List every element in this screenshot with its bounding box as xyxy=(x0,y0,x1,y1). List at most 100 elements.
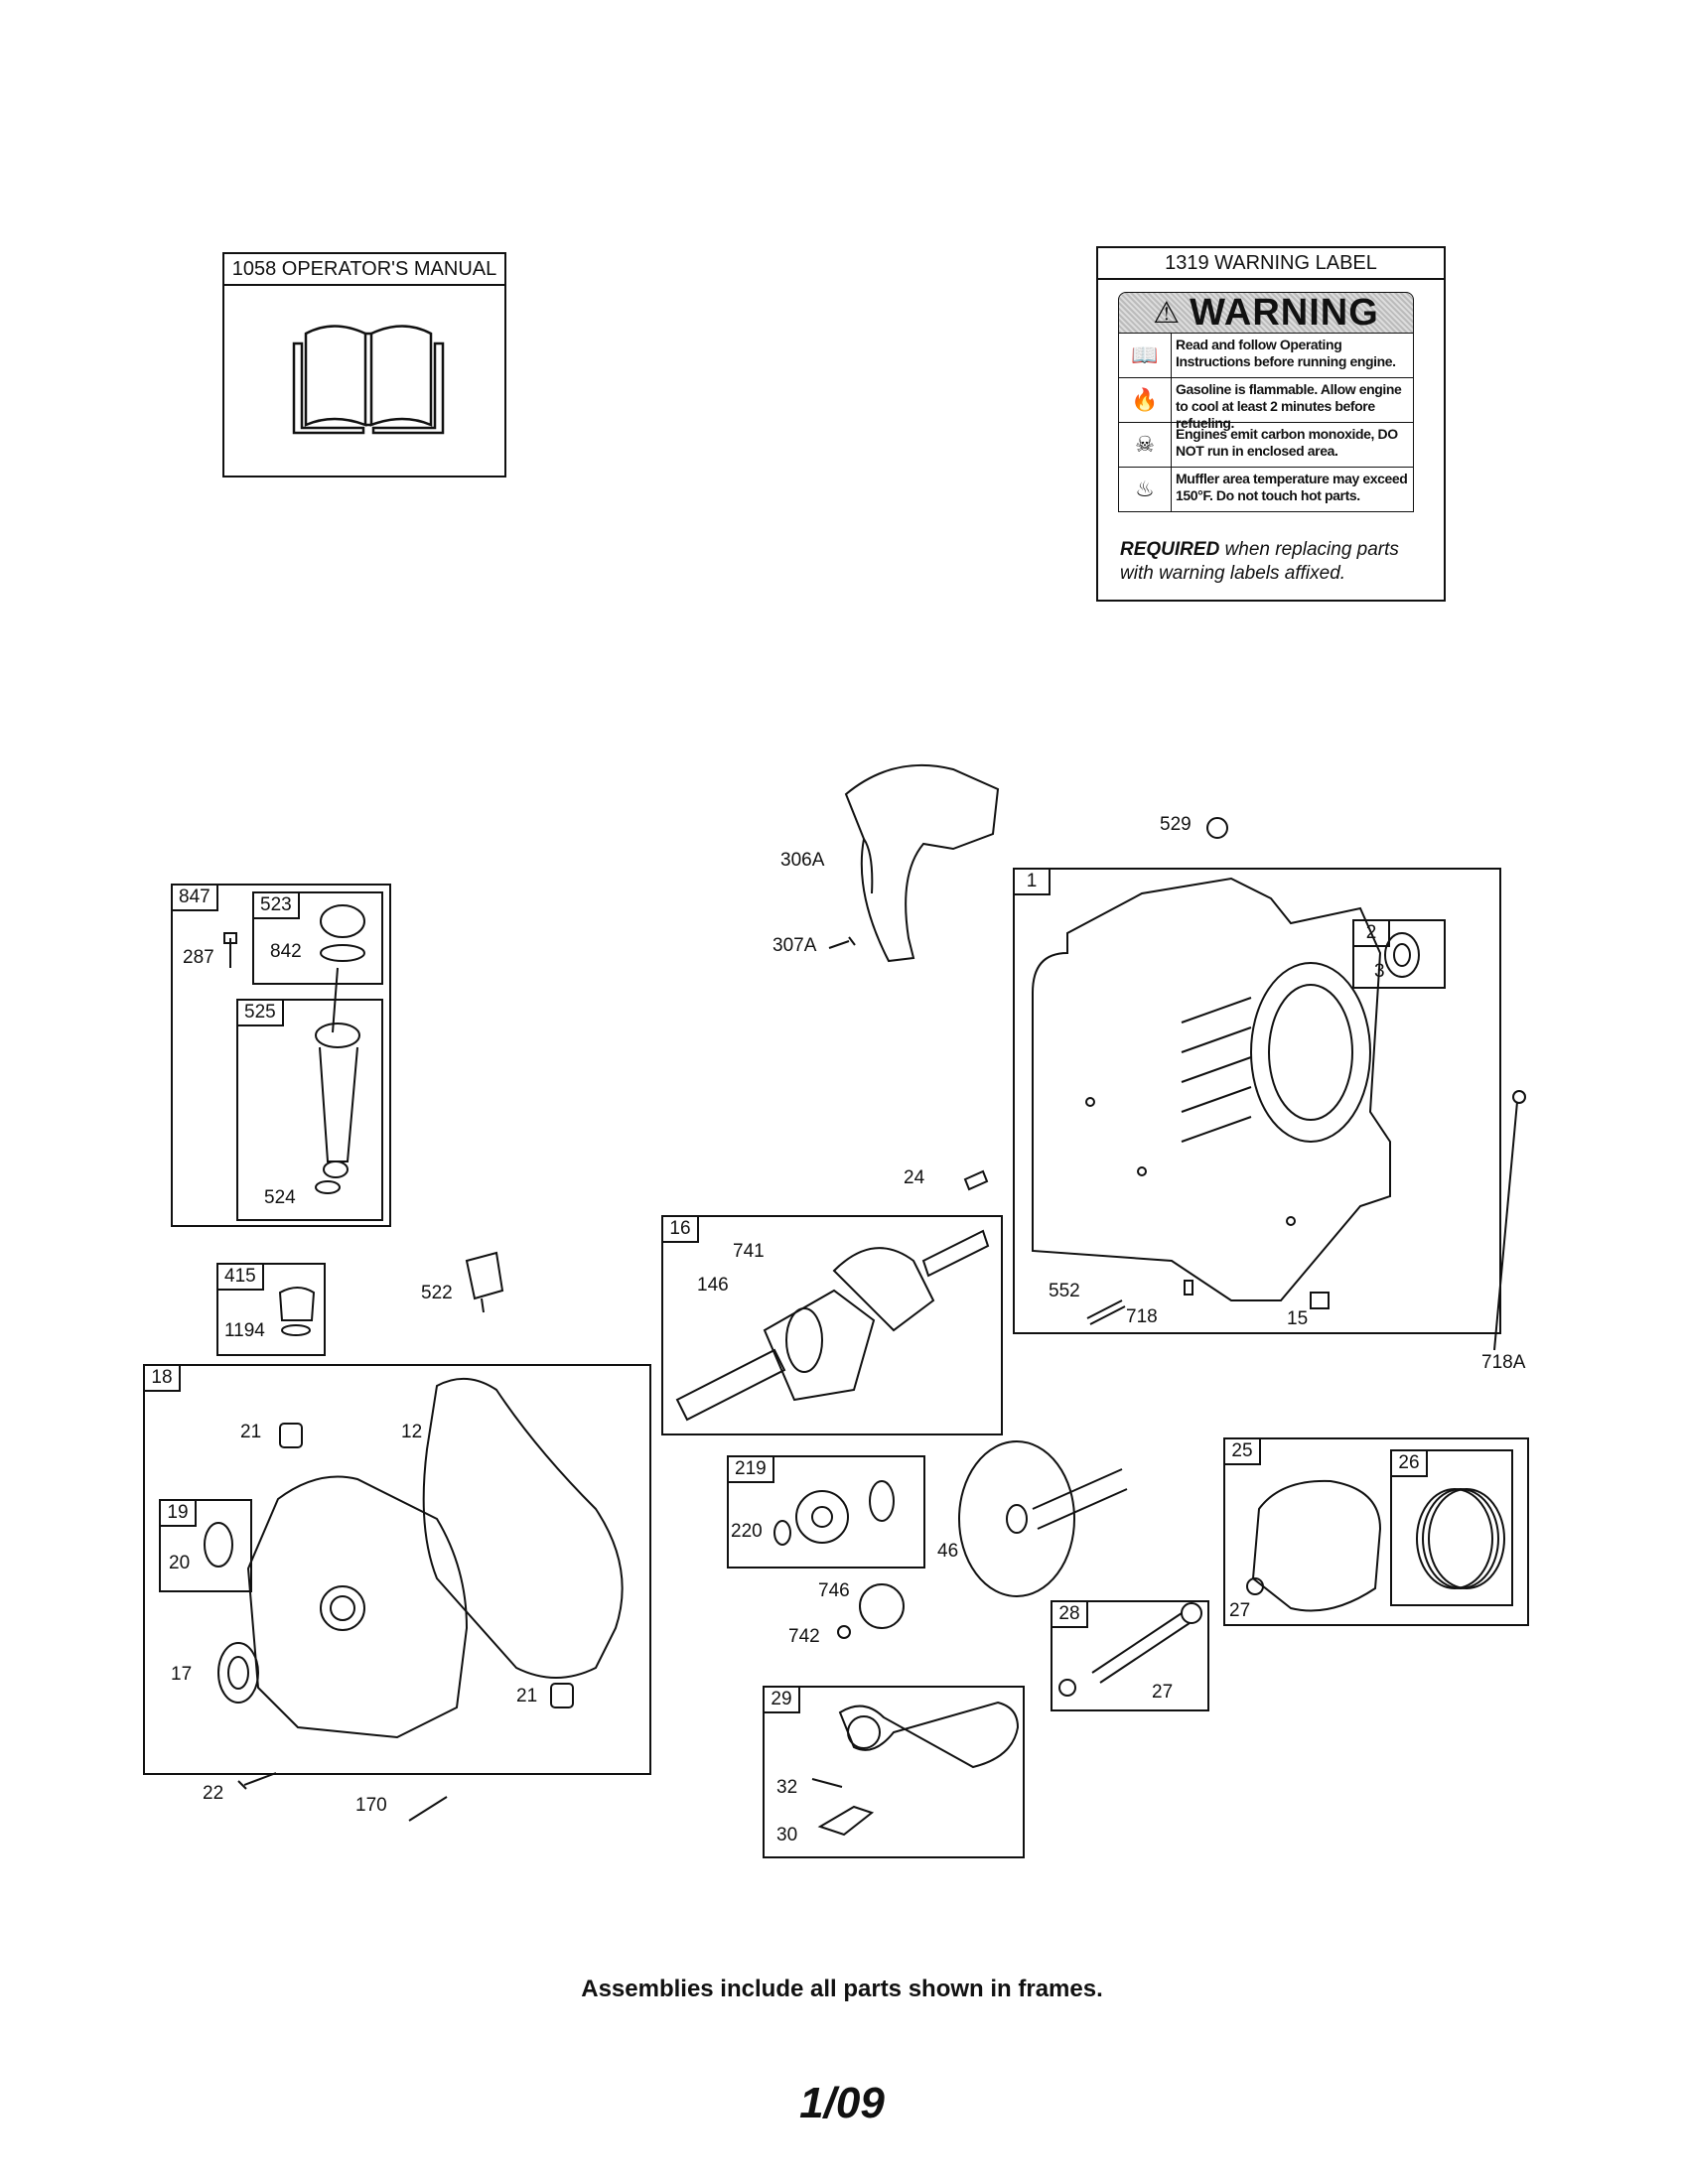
oil-seal-20-part xyxy=(204,1522,233,1568)
clip-27-piston-part xyxy=(1246,1577,1264,1595)
callout-20: 20 xyxy=(169,1553,191,1573)
screw-287-part xyxy=(223,932,237,968)
dowel-718-part xyxy=(1184,1280,1193,1296)
frame-label: 18 xyxy=(145,1366,181,1392)
callout-718A: 718A xyxy=(1481,1352,1526,1373)
crankcase-cover-part xyxy=(246,1475,469,1739)
frame-label: 26 xyxy=(1392,1451,1428,1477)
frame-415: 415 xyxy=(216,1263,326,1356)
bolt-32-part xyxy=(811,1778,843,1788)
callout-307A: 307A xyxy=(772,935,817,956)
warning-label-box: 1319 WARNING LABEL ⚠ WARNING 📖 Read and … xyxy=(1096,246,1446,602)
fumes-icon: ☠ xyxy=(1119,422,1172,467)
callout-522: 522 xyxy=(421,1283,453,1303)
camshaft-gear-46-part xyxy=(958,1440,1075,1597)
callout-17: 17 xyxy=(171,1664,193,1685)
warning-row-text: Read and follow Operating Instructions b… xyxy=(1176,337,1396,369)
callout-146: 146 xyxy=(697,1275,729,1296)
oil-seal-3-part xyxy=(1384,932,1420,978)
connecting-rod-part xyxy=(838,1701,1020,1769)
frame-525: 525 xyxy=(236,999,383,1221)
operators-manual-box: 1058 OPERATOR'S MANUAL xyxy=(222,252,506,478)
key-24-part xyxy=(963,1169,989,1191)
callout-552: 552 xyxy=(1049,1281,1080,1301)
piston-pin-part xyxy=(1091,1612,1191,1684)
clip-742-part xyxy=(837,1625,851,1639)
open-book-icon xyxy=(292,325,445,435)
frame-label: 415 xyxy=(218,1265,264,1291)
frame-29: 29 xyxy=(763,1686,1025,1858)
frame-label: 28 xyxy=(1052,1602,1088,1628)
assemblies-note: Assemblies include all parts shown in fr… xyxy=(581,1976,1103,2002)
frame-label: 19 xyxy=(161,1501,197,1527)
operators-manual-title: 1058 OPERATOR'S MANUAL xyxy=(224,254,504,286)
frame-219: 219 xyxy=(727,1455,925,1569)
frame-1: 1 xyxy=(1013,868,1501,1334)
callout-746: 746 xyxy=(818,1580,850,1601)
frame-18: 18 xyxy=(143,1364,651,1775)
nut-529-part xyxy=(1206,817,1228,839)
frame-19: 19 xyxy=(159,1499,252,1592)
plug-415-part xyxy=(278,1287,316,1321)
callout-306A: 306A xyxy=(780,850,825,871)
oil-fill-tube-part xyxy=(315,904,365,1194)
warning-triangle-icon: ⚠ xyxy=(1153,296,1181,330)
frame-label: 523 xyxy=(254,893,300,919)
frame-16: 16 xyxy=(661,1215,1003,1435)
frame-label: 1 xyxy=(1015,870,1051,895)
callout-718: 718 xyxy=(1126,1306,1158,1327)
callout-1194: 1194 xyxy=(224,1320,265,1341)
plug-21-top-part xyxy=(279,1423,303,1448)
frame-label: 25 xyxy=(1225,1439,1261,1465)
warning-row-hot: ♨ Muffler area temperature may exceed 15… xyxy=(1118,467,1414,512)
page-number: 1/09 xyxy=(799,2079,885,2127)
frame-label: 16 xyxy=(663,1217,699,1243)
cap-522-part xyxy=(465,1251,504,1313)
stud-170-part xyxy=(408,1796,448,1822)
callout-842: 842 xyxy=(270,941,302,962)
gear-746-part xyxy=(859,1583,905,1629)
flame-icon: 🔥 xyxy=(1119,377,1172,422)
washer-220-part xyxy=(773,1520,791,1546)
bolt-22-part xyxy=(237,1772,277,1790)
hot-surface-icon: ♨ xyxy=(1119,467,1172,511)
gasket-12-part xyxy=(422,1377,624,1679)
plug-21-bottom-part xyxy=(550,1683,574,1708)
dowel-552-part xyxy=(1086,1299,1126,1325)
callout-3: 3 xyxy=(1374,961,1385,982)
frame-label: 525 xyxy=(238,1001,284,1026)
warning-banner-text: WARNING xyxy=(1190,291,1379,334)
clip-27-pin-part xyxy=(1058,1679,1076,1697)
callout-12: 12 xyxy=(401,1422,423,1442)
screw-307A-part xyxy=(828,936,856,949)
plug-15-part xyxy=(1310,1292,1330,1309)
frame-label: 29 xyxy=(765,1688,800,1713)
crankshaft-part xyxy=(675,1229,990,1422)
frame-label: 219 xyxy=(729,1457,774,1483)
warning-row-text: Gasoline is flammable. Allow engine to c… xyxy=(1176,381,1402,431)
callout-32: 32 xyxy=(776,1777,798,1798)
callout-21-top: 21 xyxy=(240,1422,262,1442)
callout-529: 529 xyxy=(1160,814,1192,835)
callout-46: 46 xyxy=(937,1541,959,1562)
frame-26: 26 xyxy=(1390,1449,1513,1606)
piston-part xyxy=(1251,1479,1382,1612)
warning-banner: ⚠ WARNING xyxy=(1118,292,1414,334)
warning-required-note: REQUIRED when replacing parts with warni… xyxy=(1120,538,1428,586)
warning-label-title: 1319 WARNING LABEL xyxy=(1098,248,1444,280)
required-word: REQUIRED xyxy=(1120,539,1220,560)
callout-170: 170 xyxy=(355,1795,387,1816)
callout-220: 220 xyxy=(731,1521,763,1542)
frame-523: 523 xyxy=(252,891,383,985)
callout-22: 22 xyxy=(203,1783,224,1804)
dipstick-718A-part xyxy=(1493,1101,1518,1351)
callout-15: 15 xyxy=(1287,1308,1309,1329)
blower-housing-part xyxy=(844,763,1000,963)
frame-847: 847 xyxy=(171,884,391,1227)
callout-741: 741 xyxy=(733,1241,765,1262)
warning-row-fuel: 🔥 Gasoline is flammable. Allow engine to… xyxy=(1118,377,1414,431)
frame-28: 28 xyxy=(1051,1600,1209,1711)
warning-row-co: ☠ Engines emit carbon monoxide, DO NOT r… xyxy=(1118,422,1414,468)
callout-27-piston: 27 xyxy=(1229,1600,1251,1621)
